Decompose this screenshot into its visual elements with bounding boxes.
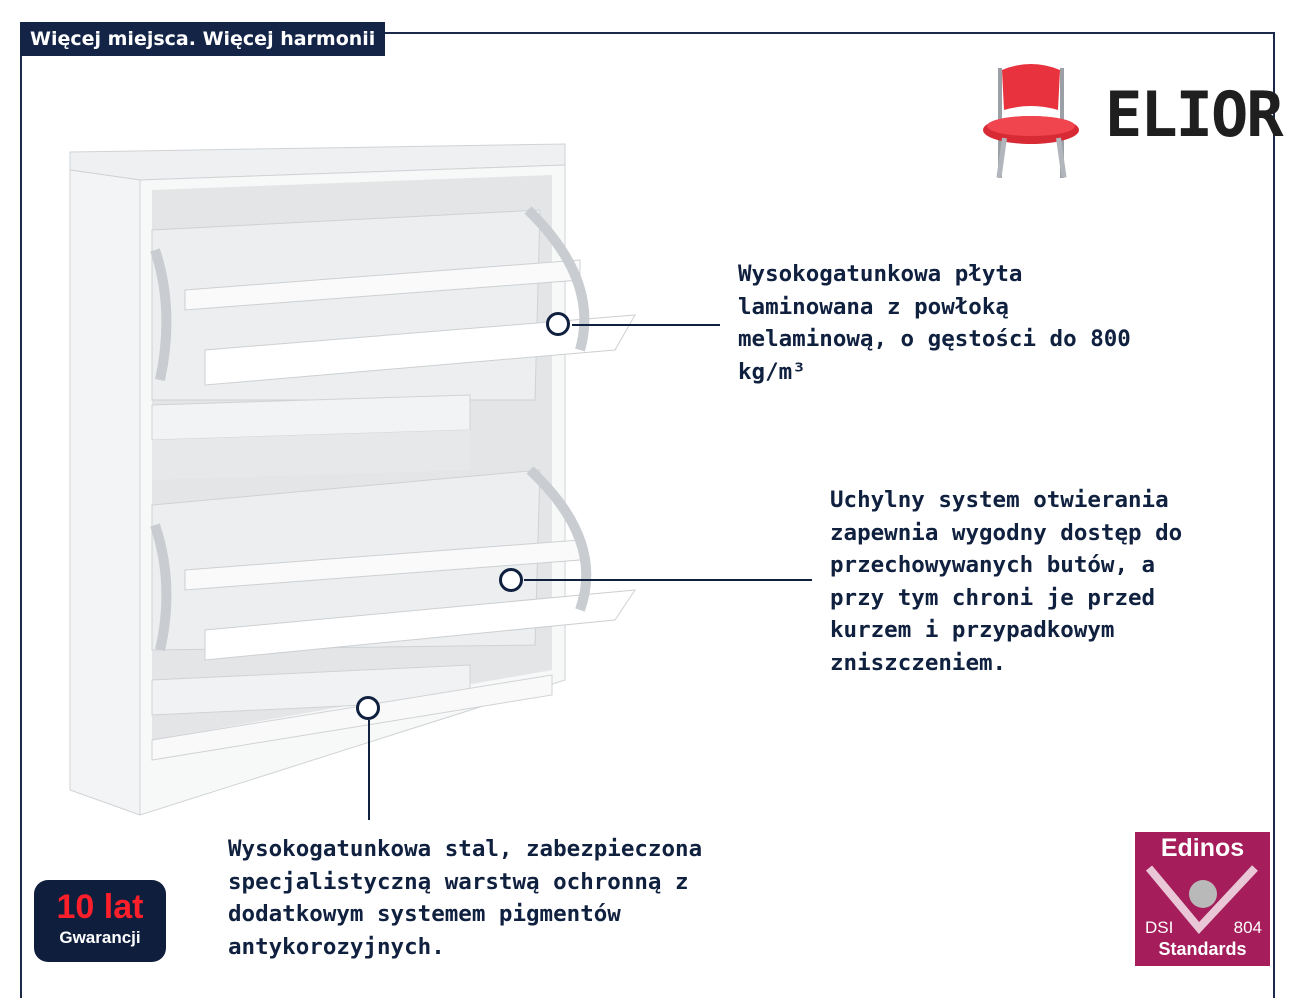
certificate-badge: Edinos DSI 804 Standards bbox=[1135, 832, 1270, 966]
warranty-years: 10 lat bbox=[56, 888, 144, 926]
page-title: Więcej miejsca. Więcej harmonii bbox=[20, 22, 386, 56]
callout-marker-2 bbox=[499, 568, 523, 592]
certificate-number: 804 bbox=[1233, 918, 1262, 937]
chair-icon bbox=[983, 64, 1079, 179]
feature-text-steel: Wysokogatunkowa stal, zabezpieczona spec… bbox=[228, 836, 703, 960]
brand-logo bbox=[983, 64, 1079, 179]
page-frame bbox=[20, 32, 1275, 998]
shoe-cabinet-image bbox=[69, 143, 636, 816]
certificate-dsi: DSI bbox=[1145, 918, 1174, 937]
callout-line-2 bbox=[524, 579, 812, 581]
feature-text-opening-system: Uchylny system otwierania zapewnia wygod… bbox=[830, 487, 1183, 676]
certificate-title: Edinos bbox=[1160, 834, 1245, 862]
callout-line-3 bbox=[368, 720, 370, 820]
checkmark-icon bbox=[1145, 865, 1258, 934]
warranty-badge: 10 lat Gwarancji bbox=[34, 880, 166, 962]
warranty-label: Gwarancji bbox=[59, 928, 141, 947]
callout-line-1 bbox=[572, 324, 720, 326]
certificate-subtitle: Standards bbox=[1158, 939, 1247, 959]
callout-marker-1 bbox=[546, 312, 570, 336]
callout-marker-3 bbox=[356, 696, 380, 720]
brand-name: ELIOR bbox=[1105, 78, 1284, 151]
feature-text-laminate: Wysokogatunkowa płyta laminowana z powło… bbox=[738, 261, 1131, 385]
